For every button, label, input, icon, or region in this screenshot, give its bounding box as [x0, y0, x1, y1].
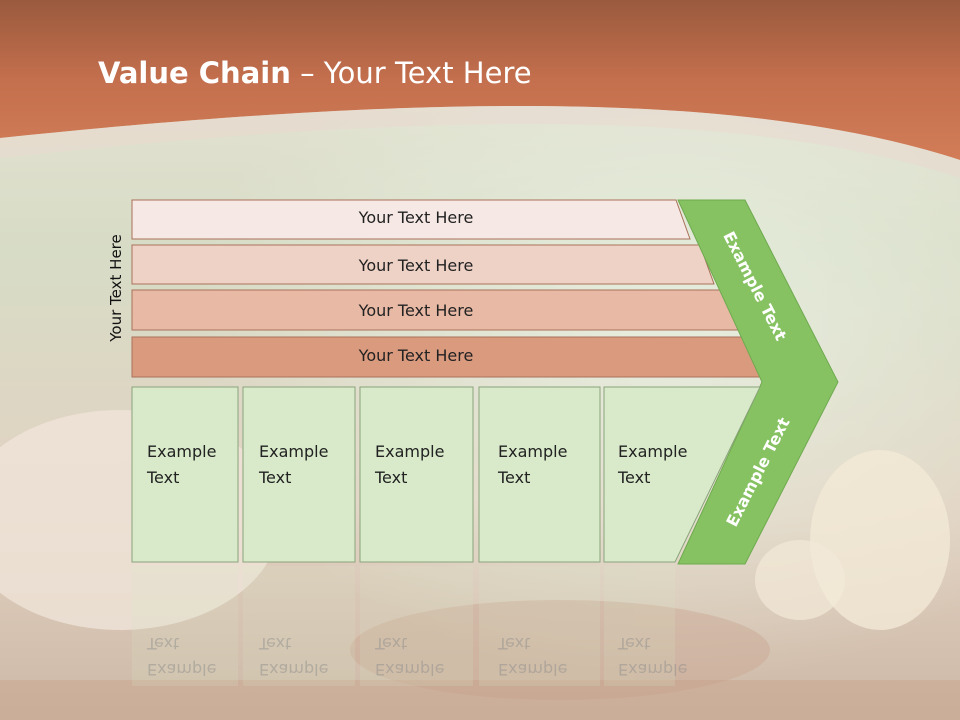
- box-2: [242, 386, 356, 563]
- bar-2-label: Your Text Here: [358, 256, 474, 275]
- page-title: Value Chain – Your Text Here: [98, 56, 532, 90]
- bar-2: [131, 244, 715, 285]
- box-5-reflection-shape: [604, 566, 675, 686]
- bar-1-label: Your Text Here: [358, 208, 474, 227]
- chevron-arrow: [677, 199, 839, 565]
- header-swoosh: [0, 106, 960, 178]
- bar-4-label: Your Text Here: [358, 346, 474, 365]
- side-label-text: Your Text Here: [107, 234, 125, 342]
- box-1: [131, 386, 239, 563]
- box-1-reflection-shape: [132, 566, 238, 686]
- bar-1: [131, 199, 691, 240]
- bar-3-label: Your Text Here: [358, 301, 474, 320]
- box-5: [603, 386, 761, 563]
- title-rest: – Your Text Here: [290, 56, 532, 90]
- box-3-reflection-shape: [360, 566, 473, 686]
- title-bold: Value Chain: [98, 56, 291, 90]
- box-3: [359, 386, 474, 563]
- box-4: [478, 386, 601, 563]
- candle-shape: [810, 450, 950, 630]
- header-band: [0, 0, 960, 160]
- box-4-reflection-shape: [479, 566, 600, 686]
- box-2-reflection-shape: [243, 566, 355, 686]
